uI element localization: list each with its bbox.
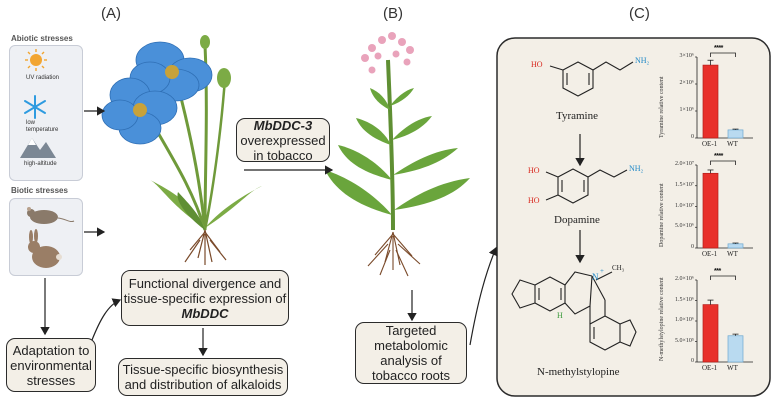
biotic-stresses-title: Biotic stresses: [11, 186, 68, 195]
nitrogen-charge: +: [600, 267, 604, 275]
chart-0-tick-label: 2×10⁶: [679, 80, 694, 86]
chart-1-y-label: Dopamine relative content: [659, 182, 665, 247]
chart-0-tick-label: 3×10⁶: [679, 53, 694, 59]
chart-1-tick-label: 1.0×10⁷: [675, 202, 694, 209]
biotic-icons: [27, 207, 75, 268]
abiotic-stresses-title: Abiotic stresses: [11, 34, 73, 43]
chart-2-tick-label: 1.5×10⁶: [675, 296, 694, 303]
chart-2-significance: ***: [714, 268, 721, 275]
tyramine-structure: [549, 61, 634, 97]
tyramine-name: Tyramine: [556, 110, 598, 122]
overexpressed-text: overexpressed in tobacco: [240, 132, 326, 163]
n-methylstylopine-name: N-methylstylopine: [537, 366, 620, 378]
abiotic-item-uv: UV radiation: [26, 75, 60, 81]
chart-0-y-label: Tyramine relative content: [659, 75, 665, 138]
panel-c-container: [496, 37, 771, 397]
abiotic-item-high-altitude: high-altitude: [24, 161, 57, 167]
snowflake-icon: [24, 95, 46, 119]
mouse-icon: [27, 207, 75, 224]
chart-2-category-label: WT: [727, 364, 738, 372]
chart-2-tick-label: 5.0×10⁵: [675, 337, 694, 344]
sun-icon: [25, 49, 47, 71]
chart-1-significance: ****: [714, 153, 723, 160]
functional-divergence-gene: MbDDC: [181, 305, 229, 321]
chart-0-category-label: OE-1: [702, 140, 718, 148]
chart-1-category-label: WT: [727, 250, 738, 258]
dopamine-structure: [545, 168, 628, 204]
hydrogen-atom: H: [557, 311, 563, 320]
chart-1-tick-label: 2.0×10⁷: [675, 161, 694, 167]
functional-divergence-text: Functional divergence and tissue-specifi…: [123, 275, 287, 306]
chart-1-bar-1: [727, 243, 744, 249]
chart-1-tick-label: 1.5×10⁷: [675, 181, 694, 188]
abiotic-icons: [20, 49, 56, 158]
tyramine-hydroxyl: HO: [531, 60, 543, 69]
chart-0-bar-1: [727, 129, 744, 139]
chart-1-tick-label: 0: [691, 244, 694, 250]
chart-0-tick-label: 1×10⁶: [679, 107, 694, 113]
adaptation-box: Adaptation to environmental stresses: [6, 338, 96, 392]
abiotic-item-low-temp: low temperature: [26, 120, 59, 133]
dopamine-hydroxyl-1: HO: [528, 166, 540, 175]
chart-2-tick-label: 2.0×10⁶: [675, 276, 694, 282]
chart-0-category-label: WT: [727, 140, 738, 148]
panel-label-b: (B): [383, 5, 403, 22]
chart-0-significance: ****: [714, 45, 723, 52]
chart-2-category-label: OE-1: [702, 364, 718, 372]
chart-1-tick-label: 5.0×10⁶: [675, 223, 694, 230]
chart-1-bar-0: [702, 172, 719, 249]
overexpressed-gene: MbDDC-3: [253, 117, 313, 133]
chart-2-bar-0: [702, 304, 719, 363]
abiotic-stresses-box: UV radiation low temperature high-altitu…: [9, 45, 83, 181]
chart-2-tick-label: 1.0×10⁶: [675, 317, 694, 323]
meconopsis-plant-illustration: [101, 35, 262, 265]
chart-2-tick-label: 0: [691, 358, 694, 364]
n-methylstylopine-structure: [511, 271, 637, 351]
chart-2-bar-1: [727, 335, 744, 363]
methyl-group: CH₃: [612, 264, 625, 272]
dopamine-amine: NH₂: [629, 164, 644, 173]
chart-2-y-label: N-methylstylopine relative content: [659, 277, 665, 361]
biotic-stresses-box: [9, 198, 83, 276]
tobacco-plant-illustration: [325, 32, 470, 277]
nitrogen-atom: N: [592, 272, 599, 282]
chart-1-significance-bracket: [710, 160, 736, 165]
targeted-metabolomic-box: Targeted metabolomic analysis of tobacco…: [355, 322, 467, 384]
functional-divergence-box: Functional divergence and tissue-specifi…: [121, 270, 289, 326]
panel-label-a: (A): [101, 5, 121, 22]
chart-1-category-label: OE-1: [702, 250, 718, 258]
dopamine-name: Dopamine: [554, 214, 600, 226]
dopamine-hydroxyl-2: HO: [528, 196, 540, 205]
chart-0-significance-bracket: [710, 52, 736, 57]
rabbit-icon: [28, 229, 62, 268]
chart-2-significance-bracket: [710, 275, 736, 280]
chart-0-tick-label: 0: [691, 134, 694, 140]
biosynthesis-box: Tissue-specific biosynthesis and distrib…: [118, 358, 288, 396]
chart-0-bar-0: [702, 64, 719, 139]
mountain-icon: [20, 138, 56, 158]
panel-label-c: (C): [629, 5, 650, 22]
tyramine-amine: NH₂: [635, 56, 650, 65]
overexpressed-box: MbDDC-3 overexpressed in tobacco: [236, 117, 330, 163]
